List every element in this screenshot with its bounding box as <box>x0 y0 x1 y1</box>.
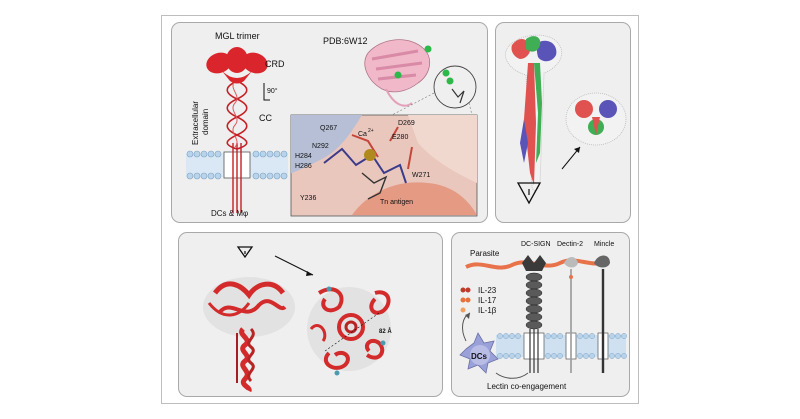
panel-ribbon-structure: 82 Å <box>178 232 443 397</box>
trimer-head-surface <box>565 92 627 146</box>
extracellular-label-1: Extracellular <box>191 101 200 145</box>
arrow <box>274 255 314 276</box>
cells-label: DCs & Mφ <box>211 209 248 218</box>
ribbon-top-view <box>307 286 391 376</box>
crd-label: CRD <box>265 59 285 69</box>
ribbon-structure: 82 Å <box>203 246 392 393</box>
mincle-receptor <box>594 255 610 373</box>
dectin-2-label: Dectin-2 <box>557 241 583 248</box>
coiled-coil <box>226 80 248 150</box>
residue-h286: H286 <box>295 163 312 170</box>
view-eye-icon <box>236 246 254 259</box>
residue-q267: Q267 <box>320 125 337 132</box>
signal-arrow <box>495 372 529 379</box>
scale-label: 82 Å <box>379 328 392 335</box>
binding-site-zoom <box>391 65 477 116</box>
angle-mark <box>263 83 270 101</box>
panel-trimer-surface <box>495 22 631 223</box>
residue-d269: D269 <box>398 120 415 127</box>
dcs-label: DCs <box>471 352 488 361</box>
cytokine-il1b: IL-1β <box>478 306 497 315</box>
residue-w271: W271 <box>412 172 430 179</box>
dendritic-cell <box>459 332 499 374</box>
binding-site-inset <box>290 114 478 217</box>
dc-sign-receptor <box>522 255 546 373</box>
cytokine-list: IL-23 IL-17 IL-1β <box>460 286 497 315</box>
trimer-label: MGL trimer <box>215 31 260 41</box>
residue-h284: H284 <box>295 153 312 160</box>
ribbon-side-view <box>203 277 295 393</box>
angle-label: 90° <box>267 87 278 95</box>
view-eye-icon <box>516 182 542 205</box>
panel-lectin-coengagement: DC-SIGN Dectin-2 Mincle Parasite IL-23 I… <box>451 232 630 397</box>
cc-label: CC <box>259 113 272 123</box>
engagement-label: Lectin co-engagement <box>487 382 567 391</box>
trimer-surface-model <box>505 34 627 205</box>
cell-membrane <box>496 332 627 360</box>
cytokine-il23: IL-23 <box>478 286 497 295</box>
residue-ca: Ca <box>358 131 367 138</box>
residue-n292: N292 <box>312 143 329 150</box>
lectin-coengagement-diagram: DC-SIGN Dectin-2 Mincle Parasite IL-23 I… <box>459 241 627 391</box>
trimer-molecular-surface <box>505 34 563 191</box>
residue-e280: E280 <box>392 134 408 141</box>
panel-mgl-trimer: MGL trimer CRD 90° CC Extracellular doma… <box>171 22 488 223</box>
residue-ca-charge: 2+ <box>368 128 374 134</box>
residue-y236: Y236 <box>300 195 316 202</box>
transmembrane-stalk <box>232 143 242 213</box>
pdb-label: PDB:6W12 <box>323 36 368 46</box>
extracellular-label-2: domain <box>201 109 210 135</box>
cytokine-il17: IL-17 <box>478 296 497 305</box>
mincle-label: Mincle <box>594 241 614 248</box>
dc-sign-label: DC-SIGN <box>521 241 551 248</box>
tn-antigen-label: Tn antigen <box>380 199 413 206</box>
parasite-label: Parasite <box>470 249 500 258</box>
crd-structure <box>364 39 450 107</box>
crd-domains <box>206 47 268 84</box>
dectin-2-receptor <box>564 257 578 373</box>
mgl-trimer-diagram: MGL trimer CRD 90° CC Extracellular doma… <box>186 31 478 218</box>
